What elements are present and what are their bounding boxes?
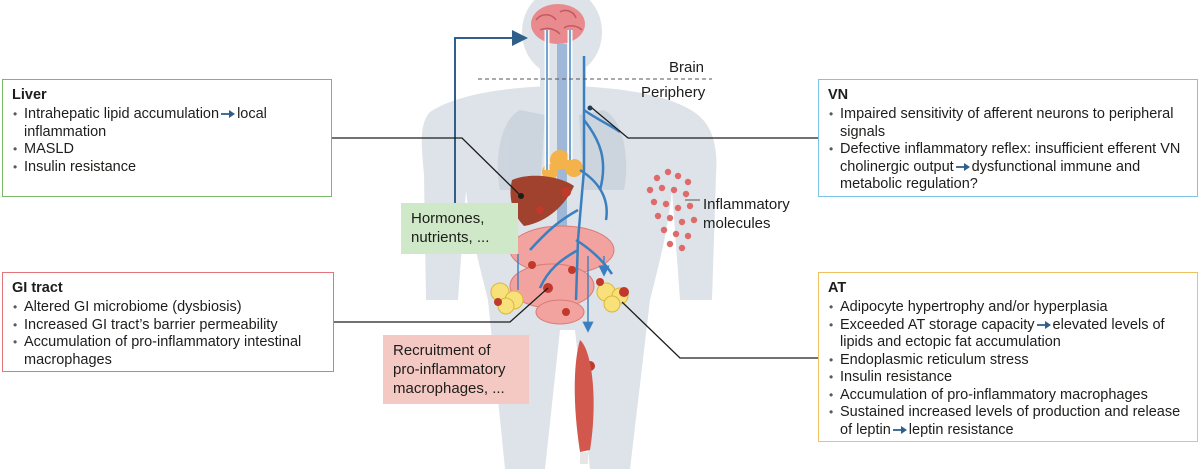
list-item: Adipocyte hypertrophy and/or hyperplasia xyxy=(828,299,1189,317)
periphery-label: Periphery xyxy=(641,84,706,101)
at-list: Adipocyte hypertrophy and/or hyperplasia… xyxy=(828,299,1189,439)
list-item: Insulin resistance xyxy=(12,159,323,177)
list-item-text: Insulin resistance xyxy=(24,158,137,175)
list-item: Altered GI microbiome (dysbiosis) xyxy=(12,299,325,317)
at-box: AT Adipocyte hypertrophy and/or hyperpla… xyxy=(818,272,1198,442)
hormones-arrow xyxy=(454,30,528,203)
list-item-text: Endoplasmic reticulum stress xyxy=(840,351,1029,368)
arrow-right-icon xyxy=(1036,320,1051,329)
arrow-right-icon xyxy=(221,110,236,118)
vn-title: VN xyxy=(828,87,849,103)
list-item-text: Adipocyte hypertrophy and/or hyperplasia xyxy=(840,299,1108,315)
list-item: Impaired sensitivity of afferent neurons… xyxy=(828,106,1189,141)
list-item-text: Insulin resistance xyxy=(840,369,953,385)
list-item-outcome: dysfunctional immune and metabolic regul… xyxy=(840,158,1141,193)
arrow-right-icon xyxy=(892,425,907,434)
list-item-outcome: local inflammation xyxy=(24,106,267,140)
list-item-text: Increased GI tract’s barrier permeabilit… xyxy=(24,316,278,333)
list-item: Defective inflammatory reflex: insuffici… xyxy=(828,141,1189,194)
list-item: Endoplasmic reticulum stress xyxy=(828,352,1189,370)
brain-icon xyxy=(531,4,585,44)
gi-tract-box: GI tract Altered GI microbiome (dysbiosi… xyxy=(2,272,334,372)
vagus-nerve-icon xyxy=(529,56,621,301)
list-item-text: Defective inflammatory reflex: insuffici… xyxy=(840,141,1181,175)
list-item: Sustained increased levels of production… xyxy=(828,404,1189,439)
leader-lines xyxy=(332,107,818,359)
liver-box: Liver Intrahepatic lipid accumulationloc… xyxy=(2,79,332,197)
list-item: Accumulation of pro-inflammatory intesti… xyxy=(12,334,325,369)
list-item: Accumulation of pro-inflammatory macroph… xyxy=(828,387,1189,405)
vn-list: Impaired sensitivity of afferent neurons… xyxy=(828,106,1189,194)
inflammatory-molecule-icon xyxy=(646,168,698,252)
list-item-text: Exceeded AT storage capacity xyxy=(840,316,1035,333)
list-item-text: Accumulation of pro-inflammatory macroph… xyxy=(840,386,1148,403)
list-item-text: Altered GI microbiome (dysbiosis) xyxy=(24,299,242,315)
inflammatory-molecules-label: Inflammatory molecules xyxy=(703,196,790,232)
brain-label: Brain xyxy=(669,59,705,76)
vn-box: VN Impaired sensitivity of afferent neur… xyxy=(818,79,1198,197)
list-item-text: Sustained increased levels of production… xyxy=(840,404,1181,438)
gi-tract-title: GI tract xyxy=(12,280,63,296)
list-item-text: Accumulation of pro-inflammatory intesti… xyxy=(24,334,302,368)
list-item: Insulin resistance xyxy=(828,369,1189,387)
gi-tract-list: Altered GI microbiome (dysbiosis)Increas… xyxy=(12,299,325,369)
list-item-text: Intrahepatic lipid accumulation xyxy=(24,106,220,122)
recruitment-macrophages-tag: Recruitment of pro-inflammatory macropha… xyxy=(383,335,529,404)
list-item-outcome: leptin resistance xyxy=(908,421,1014,438)
list-item-outcome: elevated levels of lipids and ectopic fa… xyxy=(840,316,1165,351)
list-item: MASLD xyxy=(12,141,323,159)
liver-title: Liver xyxy=(12,87,47,103)
arrow-right-icon xyxy=(955,162,970,171)
list-item-text: MASLD xyxy=(24,141,74,157)
at-title: AT xyxy=(828,280,847,296)
muscle-icon xyxy=(574,340,594,464)
adipose-tissue-icon xyxy=(490,282,629,315)
list-item-text: Impaired sensitivity of afferent neurons… xyxy=(840,106,1174,140)
macrophage-icon xyxy=(494,187,629,371)
list-item: Increased GI tract’s barrier permeabilit… xyxy=(12,317,325,335)
hormones-nutrients-tag: Hormones, nutrients, ... xyxy=(401,203,518,254)
